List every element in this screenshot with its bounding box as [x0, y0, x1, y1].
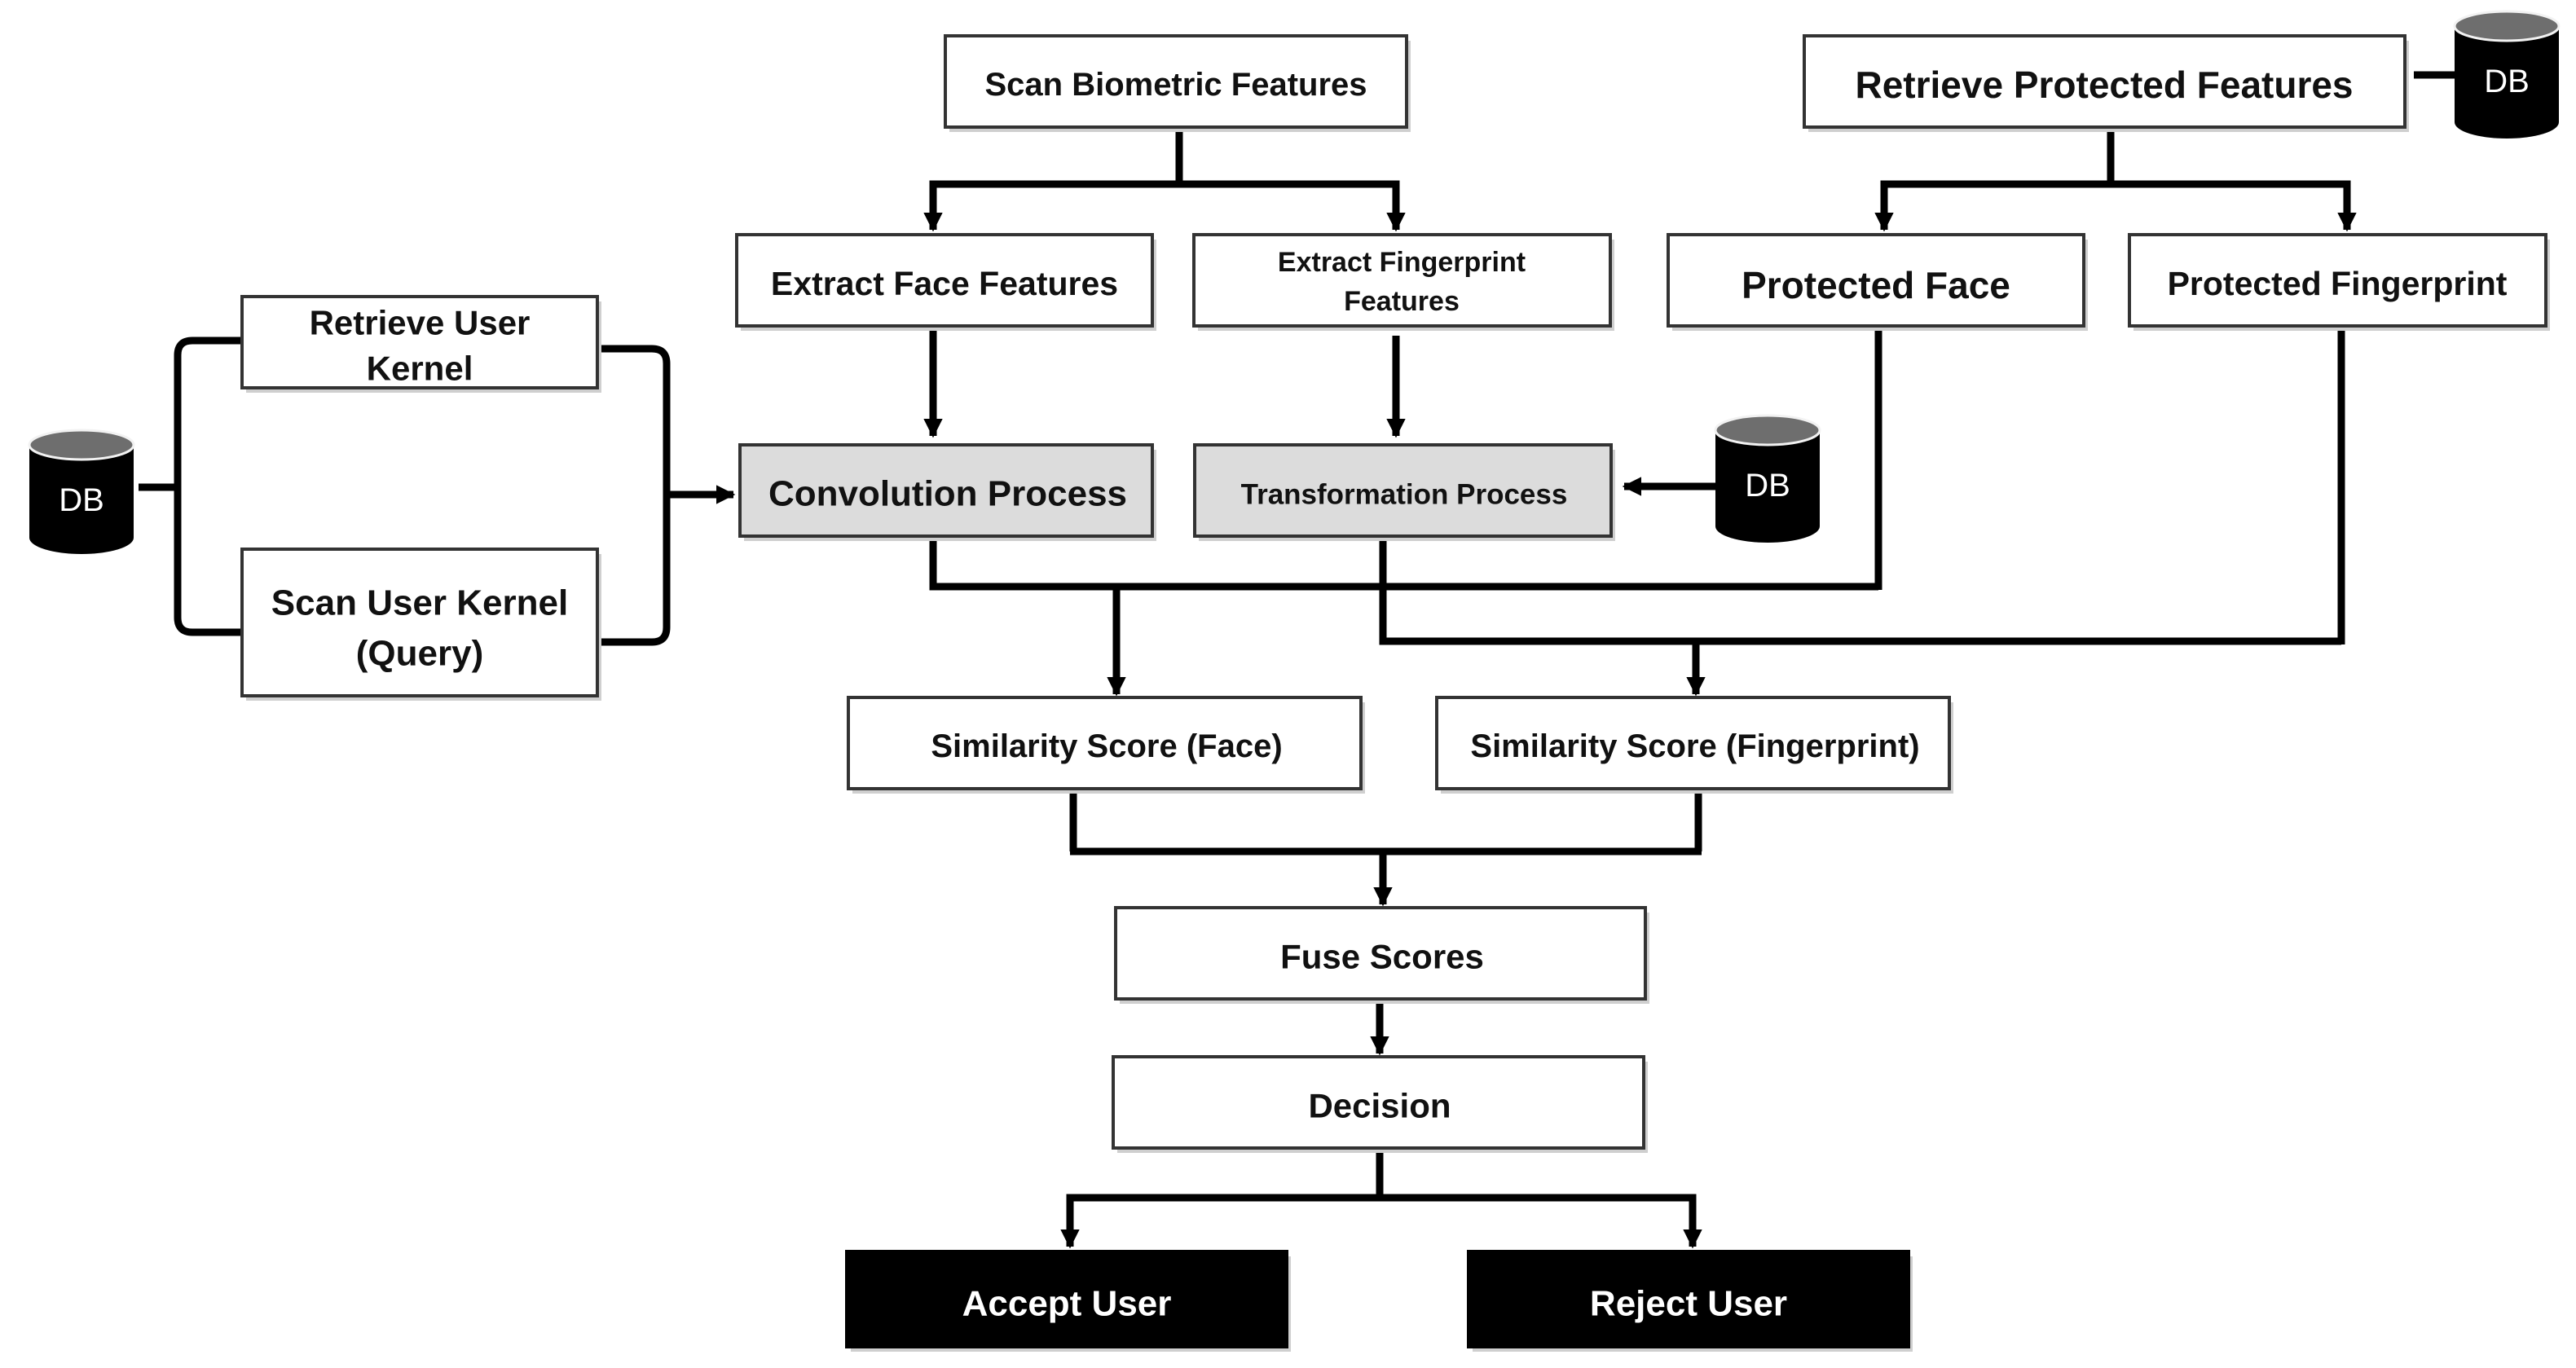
- node-protected-fingerprint: Protected Fingerprint: [2128, 233, 2550, 331]
- node-scan-biometric-features: Scan Biometric Features: [944, 34, 1411, 132]
- connector-transformation-down: [1379, 539, 2341, 645]
- node-similarity-face-label: Similarity Score (Face): [931, 728, 1282, 764]
- node-extract-face-features: Extract Face Features: [735, 233, 1156, 331]
- connector-decision-to-accept: [1060, 1194, 1380, 1249]
- node-retrieve-user-kernel: Retrieve User Kernel: [240, 295, 601, 393]
- node-protected-fingerprint-label: Protected Fingerprint: [2168, 265, 2508, 302]
- db-left-label: DB: [59, 482, 104, 518]
- node-decision-label: Decision: [1308, 1087, 1451, 1125]
- node-accept-user-label: Accept User: [962, 1284, 1172, 1324]
- node-extract-face-label: Extract Face Features: [771, 265, 1118, 302]
- node-protected-face: Protected Face: [1667, 233, 2088, 331]
- node-similarity-fingerprint-label: Similarity Score (Fingerprint): [1470, 728, 1919, 764]
- node-reject-user-label: Reject User: [1590, 1284, 1787, 1324]
- connector-convolution-down: [929, 539, 1878, 591]
- node-retrieve-protected-label: Retrieve Protected Features: [1855, 64, 2353, 106]
- node-decision: Decision: [1112, 1055, 1648, 1153]
- node-extract-fingerprint-features: Extract Fingerprint Features: [1192, 233, 1614, 331]
- node-transformation-label: Transformation Process: [1241, 479, 1568, 511]
- node-retrieve-protected-features: Retrieve Protected Features: [1803, 34, 2409, 132]
- connector-retrieve-protected-branch-fingerprint: [2111, 180, 2357, 232]
- node-convolution-label: Convolution Process: [768, 474, 1127, 514]
- node-retrieve-kernel-label-line2: Kernel: [367, 350, 473, 388]
- node-transformation-process: Transformation Process: [1193, 443, 1615, 541]
- node-scan-kernel-label-line1: Scan User Kernel: [271, 583, 568, 623]
- node-scan-biometric-label: Scan Biometric Features: [984, 67, 1367, 103]
- node-convolution-process: Convolution Process: [738, 443, 1156, 541]
- node-fuse-scores-label: Fuse Scores: [1280, 938, 1484, 976]
- node-similarity-score-face: Similarity Score (Face): [847, 696, 1365, 794]
- connector-kernel-bracket-right: [598, 345, 671, 646]
- database-icon-left: DB: [28, 429, 135, 554]
- node-fuse-scores: Fuse Scores: [1114, 906, 1649, 1004]
- node-extract-fingerprint-label-line2: Features: [1344, 286, 1460, 317]
- node-reject-user: Reject User: [1467, 1250, 1913, 1352]
- node-similarity-score-fingerprint: Similarity Score (Fingerprint): [1435, 696, 1953, 794]
- connectors: [139, 71, 2461, 1249]
- connector-kernel-bracket-left: [174, 337, 243, 636]
- node-protected-face-label: Protected Face: [1742, 264, 2010, 306]
- node-scan-user-kernel: Scan User Kernel (Query): [240, 548, 601, 701]
- node-accept-user: Accept User: [845, 1250, 1291, 1352]
- db-middle-label: DB: [1745, 468, 1790, 504]
- db-top-right-label: DB: [2484, 64, 2530, 99]
- database-icon-top-right: DB: [2453, 10, 2561, 139]
- node-scan-kernel-label-line2: (Query): [356, 634, 483, 674]
- connector-scan-biometric-branch-face: [923, 180, 1396, 232]
- connector-decision-to-reject: [1380, 1194, 1702, 1249]
- database-icon-middle: DB: [1714, 414, 1821, 543]
- connector-retrieve-protected-branch-face: [1874, 180, 2347, 232]
- node-extract-fingerprint-label-line1: Extract Fingerprint: [1278, 247, 1526, 278]
- node-retrieve-kernel-label-line1: Retrieve User: [310, 304, 531, 342]
- connector-scan-biometric-branch-fingerprint: [1179, 180, 1406, 232]
